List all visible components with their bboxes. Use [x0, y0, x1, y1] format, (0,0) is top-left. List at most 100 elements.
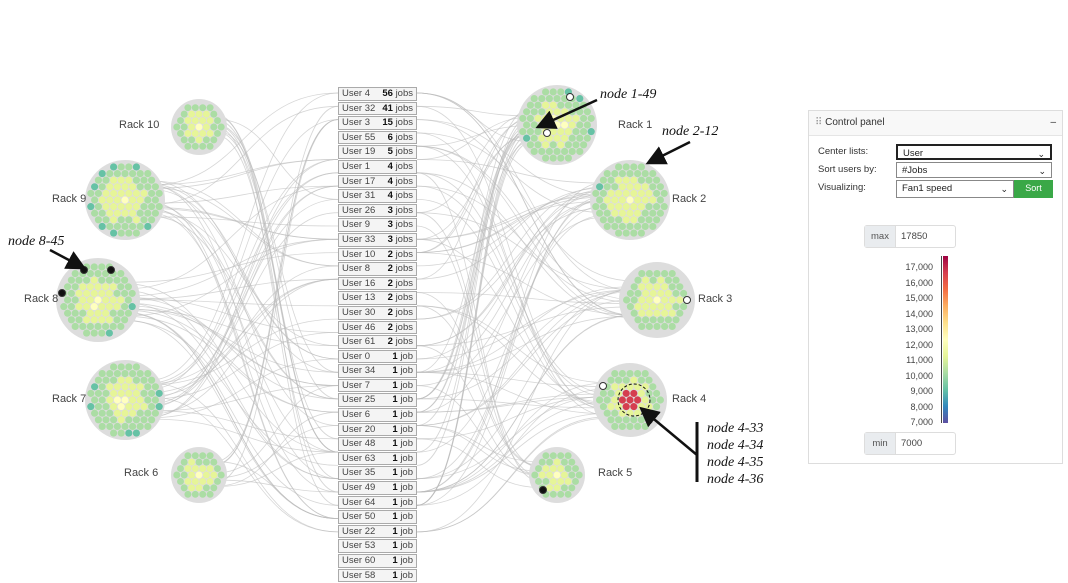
node-dot[interactable] — [136, 409, 144, 417]
node-dot[interactable] — [653, 309, 661, 317]
node-dot[interactable] — [645, 309, 653, 317]
node-dot[interactable] — [576, 134, 584, 142]
node-dot[interactable] — [653, 189, 661, 197]
node-dot[interactable] — [580, 141, 588, 149]
node-dot[interactable] — [113, 169, 121, 178]
node-dot[interactable] — [634, 303, 642, 311]
node-dot[interactable] — [98, 369, 106, 378]
node-dot[interactable] — [110, 416, 118, 424]
node-dot[interactable] — [572, 141, 580, 149]
node-dot[interactable] — [560, 471, 568, 479]
node-dot[interactable] — [549, 101, 557, 109]
node-dot[interactable] — [94, 189, 102, 197]
node-dot[interactable] — [117, 389, 125, 397]
node-dot[interactable] — [214, 129, 221, 137]
node-dot[interactable] — [102, 403, 110, 411]
node-dot[interactable] — [109, 322, 117, 331]
node-dot[interactable] — [557, 465, 565, 473]
node-dot[interactable] — [568, 484, 576, 492]
node-dot[interactable] — [630, 189, 638, 197]
node-dot[interactable] — [622, 229, 630, 237]
node-dot[interactable] — [106, 169, 114, 178]
node-dot[interactable] — [94, 322, 102, 331]
node-dot[interactable] — [105, 316, 113, 324]
node-dot[interactable] — [611, 196, 619, 204]
node-dot[interactable] — [102, 269, 110, 278]
node-dot[interactable] — [184, 142, 192, 150]
node-dot[interactable] — [140, 389, 148, 397]
node-dot[interactable] — [599, 203, 607, 211]
node-dot[interactable] — [630, 403, 638, 411]
node-dot[interactable] — [626, 222, 634, 231]
node-dot[interactable] — [132, 429, 140, 437]
node-dot[interactable] — [618, 222, 626, 231]
node-dot[interactable] — [98, 276, 106, 284]
node-dot[interactable] — [583, 134, 591, 142]
node-dot[interactable] — [618, 396, 626, 404]
node-dot[interactable] — [125, 189, 133, 197]
node-dot[interactable] — [622, 176, 630, 184]
node-dot[interactable] — [98, 303, 106, 311]
node-dot[interactable] — [91, 183, 99, 191]
node-dot[interactable] — [106, 369, 114, 378]
node-dot[interactable] — [626, 422, 634, 431]
node-dot[interactable] — [630, 229, 638, 237]
node-dot[interactable] — [626, 196, 634, 204]
node-dot[interactable] — [184, 490, 192, 498]
node-dot[interactable] — [611, 409, 619, 417]
node-dot[interactable] — [575, 471, 583, 479]
node-dot[interactable] — [657, 289, 665, 297]
node-dot[interactable] — [210, 471, 218, 479]
node-dot[interactable] — [530, 121, 538, 129]
node-dot[interactable] — [637, 176, 645, 184]
node-dot[interactable] — [83, 289, 91, 297]
node-dot[interactable] — [603, 169, 611, 178]
node-dot[interactable] — [637, 216, 645, 224]
node-dot[interactable] — [121, 222, 129, 231]
drag-handle-icon[interactable]: ⠿ — [815, 117, 826, 128]
node-dot[interactable] — [583, 108, 591, 116]
node-dot[interactable] — [90, 329, 98, 337]
node-dot[interactable] — [202, 136, 210, 144]
node-dot[interactable] — [649, 383, 657, 391]
node-dot[interactable] — [79, 296, 87, 304]
node-dot[interactable] — [188, 471, 196, 479]
node-dot[interactable] — [519, 114, 527, 122]
node-dot[interactable] — [607, 403, 615, 411]
node-dot[interactable] — [148, 389, 156, 397]
node-dot[interactable] — [542, 141, 550, 149]
node-dot[interactable] — [630, 163, 638, 171]
node-dot[interactable] — [177, 129, 184, 137]
node-dot[interactable] — [538, 147, 546, 156]
node-dot[interactable] — [557, 101, 565, 109]
node-dot[interactable] — [611, 209, 619, 217]
highlighted-node[interactable] — [58, 289, 66, 297]
node-dot[interactable] — [177, 477, 184, 485]
node-dot[interactable] — [653, 283, 661, 291]
node-dot[interactable] — [121, 276, 129, 284]
node-dot[interactable] — [615, 176, 623, 184]
node-dot[interactable] — [649, 169, 657, 178]
node-dot[interactable] — [637, 203, 645, 211]
node-dot[interactable] — [649, 289, 657, 297]
node-dot[interactable] — [645, 296, 653, 304]
node-dot[interactable] — [572, 114, 580, 122]
node-dot[interactable] — [184, 104, 192, 112]
highlighted-node[interactable] — [543, 129, 551, 137]
node-dot[interactable] — [148, 216, 156, 224]
node-dot[interactable] — [90, 263, 98, 271]
node-dot[interactable] — [102, 376, 110, 384]
node-dot[interactable] — [117, 283, 125, 291]
node-dot[interactable] — [195, 471, 203, 479]
node-dot[interactable] — [661, 322, 669, 331]
node-dot[interactable] — [102, 416, 110, 424]
node-dot[interactable] — [90, 289, 98, 297]
node-dot[interactable] — [98, 222, 106, 231]
node-dot[interactable] — [557, 490, 565, 498]
